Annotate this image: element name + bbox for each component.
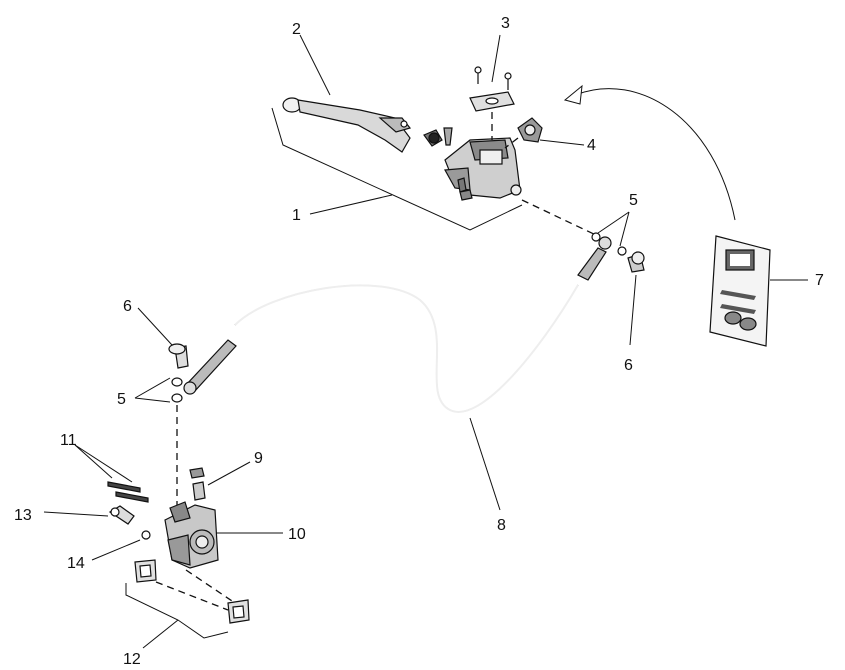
callout-8: 8 <box>497 517 506 534</box>
callout-13: 13 <box>14 507 32 524</box>
callout-11: 11 <box>60 432 77 449</box>
callout-6-upper: 6 <box>624 357 633 374</box>
callout-5-upper: 5 <box>629 192 638 209</box>
leader-2 <box>299 34 331 96</box>
callout-1: 1 <box>292 207 301 224</box>
pivot-screw <box>443 127 453 146</box>
brake-lever <box>282 97 412 153</box>
master-cylinder-body <box>444 137 522 199</box>
leader-1 <box>309 194 393 215</box>
callout-14: 14 <box>67 555 85 572</box>
bleeder-valve <box>189 461 251 501</box>
pad-spring <box>43 505 135 525</box>
reservoir-cover <box>469 34 515 140</box>
label-kit <box>563 84 808 347</box>
callout-6-lower: 6 <box>123 298 132 315</box>
brake-hose <box>234 284 579 511</box>
upper-banjo-fitting <box>577 211 645 346</box>
callout-3: 3 <box>501 15 510 32</box>
brake-caliper <box>164 501 283 606</box>
callout-5-lower: 5 <box>117 391 126 408</box>
assembly-bracket-line <box>271 107 523 231</box>
callout-12: 12 <box>123 651 141 668</box>
callout-10: 10 <box>288 526 306 543</box>
upper-dash-line <box>521 199 599 237</box>
lower-banjo-fitting <box>134 307 237 505</box>
brake-pads <box>125 559 250 649</box>
o-ring <box>91 530 151 561</box>
master-cylinder-group <box>271 107 523 231</box>
callout-7: 7 <box>815 272 824 289</box>
callout-2: 2 <box>292 21 301 38</box>
callout-4: 4 <box>587 137 596 154</box>
nut <box>459 189 473 201</box>
handlebar-clamp <box>504 117 585 149</box>
caliper-pins <box>74 444 149 503</box>
callout-9: 9 <box>254 450 263 467</box>
